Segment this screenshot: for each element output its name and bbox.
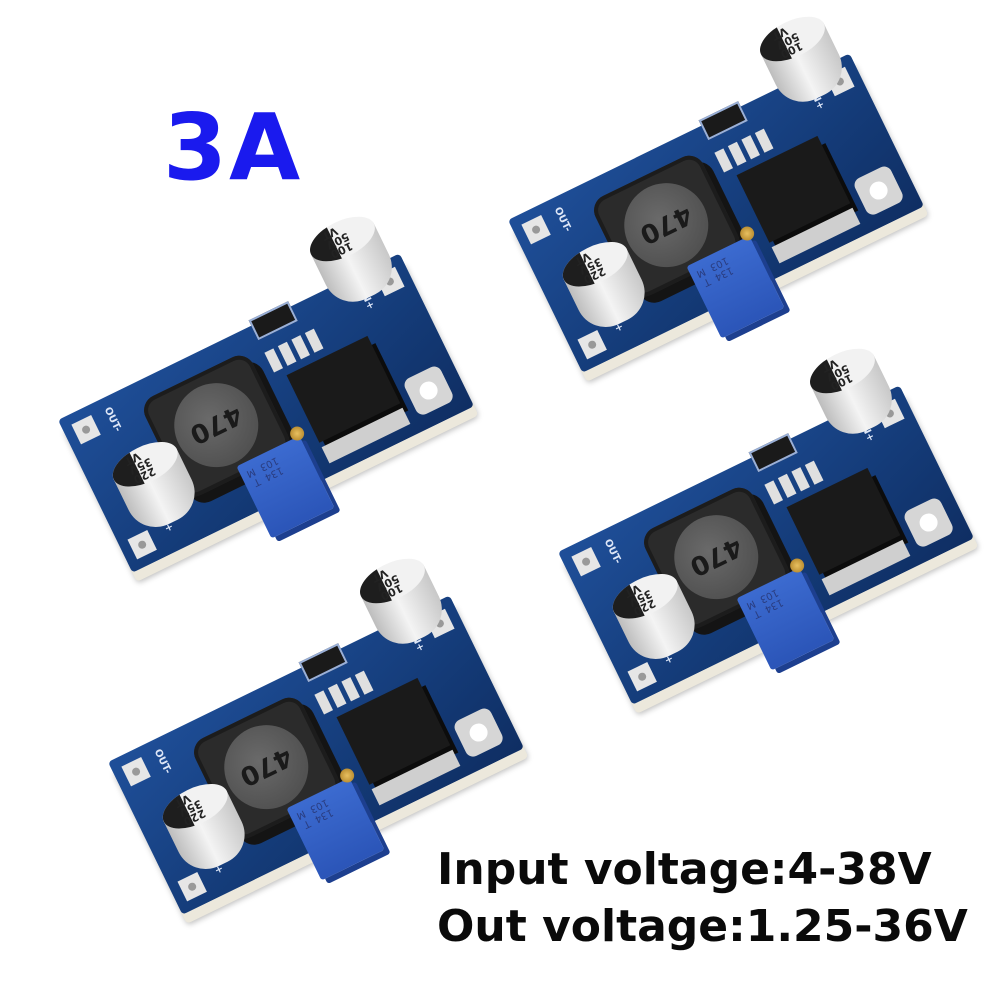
dc-dc-module-top-left: OUT- OUT+ IN+ 470 134 T 103 M 220 35V VT… [58, 207, 479, 582]
output-voltage-spec: Out voltage:1.25-36V [437, 901, 968, 952]
dc-dc-module-top-right: OUT- OUT+ IN+ 470 134 T 103 M 220 35V VT… [508, 7, 929, 382]
dc-dc-module-bottom-left: OUT- OUT+ IN+ 470 134 T 103 M 220 35V VT… [108, 549, 529, 924]
headline-current-rating: 3A [163, 94, 303, 201]
dc-dc-module-middle-right: OUT- OUT+ IN+ 470 134 T 103 M 220 35V VT… [558, 339, 979, 714]
input-voltage-spec: Input voltage:4-38V [437, 844, 932, 895]
